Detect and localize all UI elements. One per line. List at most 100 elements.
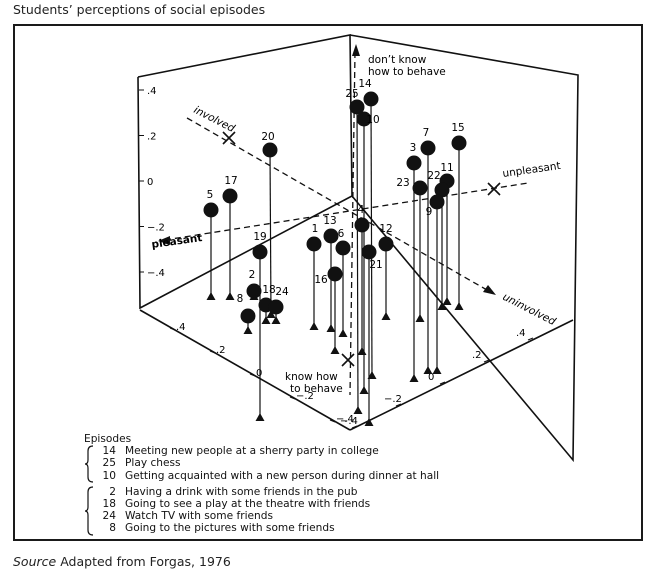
data-point: 16 [314,266,343,354]
point-label: 10 [366,114,379,126]
point-marker [252,244,268,260]
point-marker [349,99,365,115]
data-point: 3 [406,142,422,382]
label-know-1: know how [285,371,338,383]
point-label: 24 [275,286,289,298]
left-floor-tick-label: −.4 [336,414,354,425]
data-point: 12 [378,223,394,320]
point-label: 13 [323,215,336,227]
data-point: 11 [439,162,455,305]
tick-mark [329,419,336,423]
tick-mark [169,327,176,331]
floor-left-edge [139,309,351,431]
vertical-tick-label: −.4 [147,268,165,279]
data-point: 20 [261,131,278,318]
point-base-marker [353,406,363,414]
point-marker [354,217,370,233]
point-label: 17 [224,175,237,187]
left-floor-tick-label: .4 [176,322,186,333]
point-marker [434,182,450,198]
point-label: 21 [369,259,382,271]
data-point: 15 [451,122,467,310]
point-label: 16 [314,274,328,286]
point-marker [323,228,339,244]
vertical-tick-label: .2 [147,132,157,143]
point-marker [203,202,219,218]
point-base-marker [225,292,235,300]
data-point: 8 [237,293,256,334]
axis-ticks: .4.20−.2−.4.4.20−.2−.4−.4−.20.2.4 [139,86,534,429]
label-uninvolved: uninvolved [501,291,558,328]
point-stem [370,98,373,378]
data-point: 6 [335,228,351,337]
left-floor-tick-label: 0 [256,368,262,379]
point-marker [306,236,322,252]
point-base-marker [338,329,348,337]
point-marker [451,135,467,151]
cross-marker-icon [222,131,236,145]
point-marker [262,142,278,158]
point-marker [335,240,351,256]
involvement-axis [186,117,488,291]
point-label: 11 [440,162,453,174]
point-label: 3 [410,142,417,154]
point-label: 1 [312,223,319,235]
point-base-marker [409,374,419,382]
confidence-axis [349,51,356,396]
right-floor-tick-label: .2 [472,350,482,361]
vertical-tick-label: 0 [147,177,153,188]
point-base-marker [454,302,464,310]
data-point: 13 [323,215,339,332]
point-label: 20 [261,131,274,143]
data-point: 25 [345,88,365,414]
point-label: 22 [427,170,440,182]
label-involved: involved [192,104,237,135]
point-marker [327,266,343,282]
data-point: 17 [222,175,238,300]
point-marker [412,180,428,196]
point-label: 4 [358,204,365,216]
evaluation-axis [164,182,529,241]
point-marker [378,236,394,252]
data-point: 7 [420,127,436,374]
point-marker [240,308,256,324]
tick-mark [395,403,402,407]
data-point: 1 [306,223,322,330]
point-marker [268,299,284,315]
point-marker [406,155,422,171]
point-label: 25 [345,88,358,100]
source-note: Source Adapted from Forgas, 1976 [13,554,231,569]
point-base-marker [266,310,276,318]
point-base-marker [381,312,391,320]
figure-title: Students’ perceptions of social episodes [13,2,266,17]
data-point: 5 [203,189,219,300]
point-label: 23 [396,177,409,189]
arrow-icon [352,44,360,56]
point-base-marker [326,324,336,332]
point-base-marker [330,346,340,354]
vertical-tick-label: −.2 [147,223,165,234]
right-floor-tick-label: −.2 [384,394,402,405]
point-marker [363,91,379,107]
point-label: 15 [451,122,464,134]
data-point: 9 [426,194,445,374]
vertical-tick-label: .4 [147,86,157,97]
data-point: 24 [268,286,289,324]
point-base-marker [437,302,447,310]
point-label: 12 [379,223,392,235]
floor-right-edge [349,319,574,431]
label-dont-know-1: don’t know [368,54,427,66]
right-floor-tick-label: −.4 [340,416,358,427]
tick-mark [249,373,256,377]
point-label: 5 [207,189,214,201]
point-base-marker [367,371,377,379]
cross-marker-icon [487,182,501,196]
data-point: 2 [246,269,262,300]
point-base-marker [243,326,253,334]
